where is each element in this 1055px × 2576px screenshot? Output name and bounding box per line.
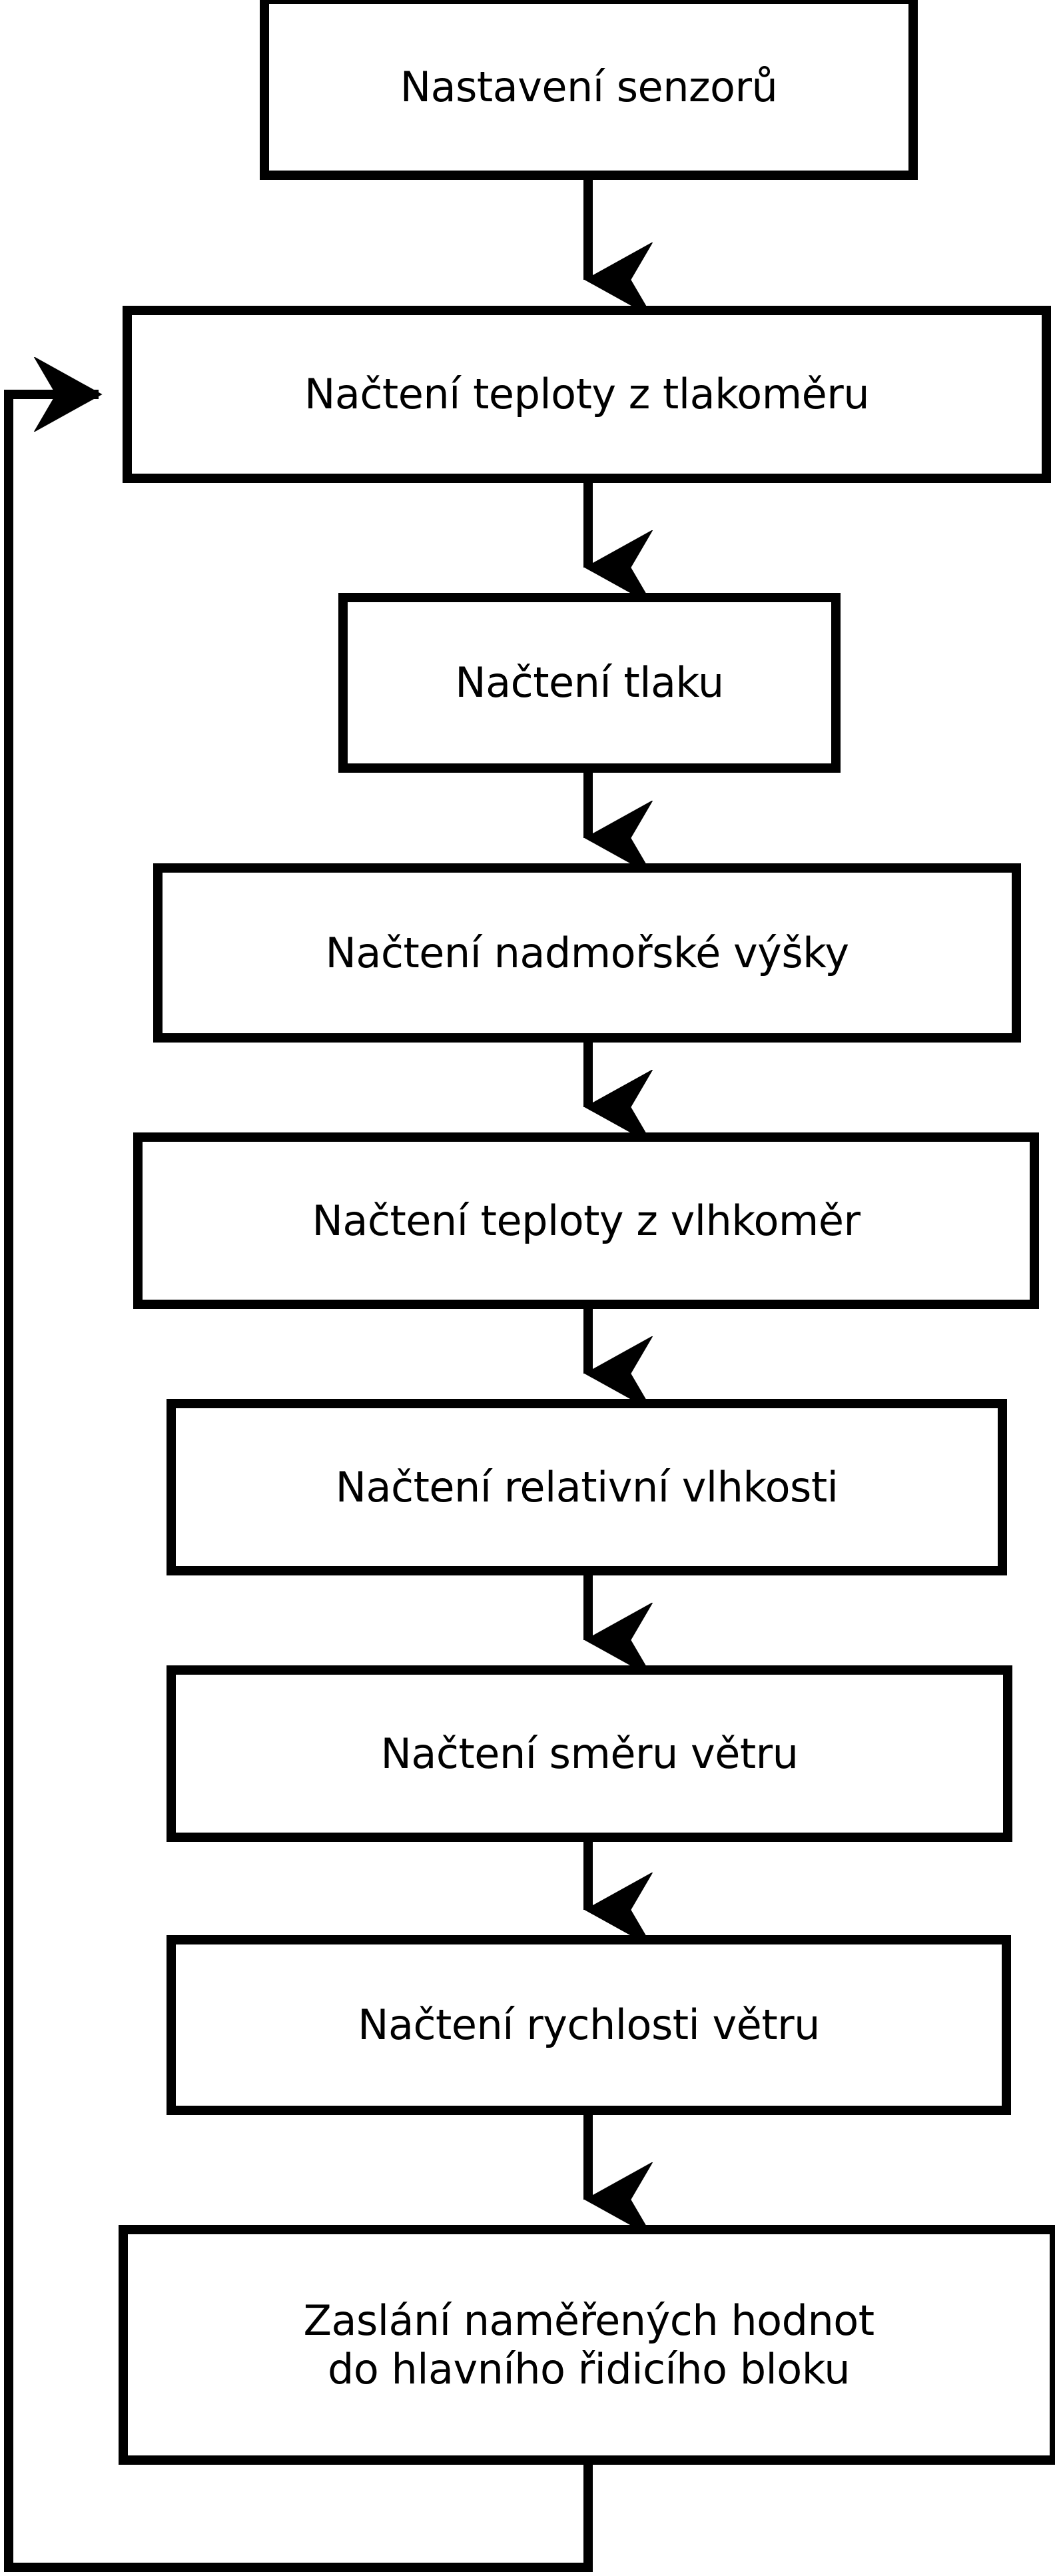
node-label: Načtení relativní vlhkosti (335, 1462, 839, 1511)
process-node-read-wind-speed[interactable]: Načtení rychlosti větru (167, 1935, 1011, 2115)
node-label: Načtení teploty z tlakoměru (304, 370, 870, 419)
node-label: Nastavení senzorů (400, 63, 778, 112)
node-label: Načtení tlaku (455, 658, 724, 707)
node-label: Načtení směru větru (380, 1729, 799, 1778)
process-node-read-wind-direction[interactable]: Načtení směru větru (167, 1665, 1012, 1842)
connector-edge-loop-back (4, 394, 593, 2572)
node-label: Zaslání naměřených hodnot do hlavního ři… (303, 2296, 875, 2393)
process-node-read-relative-humidity[interactable]: Načtení relativní vlhkosti (167, 1399, 1007, 1575)
process-node-read-temp-hygrometer[interactable]: Načtení teploty z vlhkoměr (133, 1132, 1039, 1309)
process-node-read-altitude[interactable]: Načtení nadmořské výšky (153, 863, 1021, 1043)
process-node-read-temp-barometer[interactable]: Načtení teploty z tlakoměru (123, 306, 1051, 483)
process-node-setup-sensors[interactable]: Nastavení senzorů (260, 0, 918, 180)
process-node-send-values-to-main-block[interactable]: Zaslání naměřených hodnot do hlavního ři… (119, 2225, 1055, 2465)
node-label: Načtení nadmořské výšky (325, 928, 849, 977)
node-label: Načtení teploty z vlhkoměr (312, 1196, 861, 1245)
node-label: Načtení rychlosti větru (358, 2000, 820, 2050)
process-node-read-pressure[interactable]: Načtení tlaku (338, 593, 841, 773)
